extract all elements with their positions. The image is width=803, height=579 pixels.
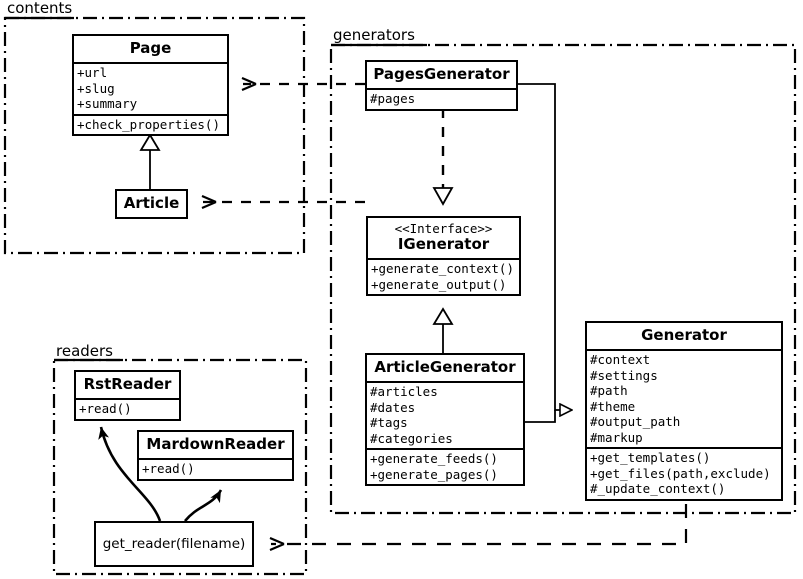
- class-name-articlegenerator: ArticleGenerator: [374, 358, 516, 376]
- attribute-row: #tags: [370, 415, 408, 430]
- line-getreader-to-mardownreader: [183, 489, 223, 522]
- operation-row: +generate_pages(): [370, 466, 498, 482]
- line-pagesgenerator-to-generator: [518, 83, 572, 410]
- class-box-pagesgenerator[interactable]: PagesGenerator #pages: [365, 60, 518, 111]
- attribute-row: #pages: [370, 91, 416, 106]
- class-operations-page: +check_properties(): [74, 113, 227, 135]
- attribute-row: +summary: [77, 96, 138, 111]
- attribute-row: #articles: [370, 384, 438, 399]
- operation-row: +get_templates(): [590, 450, 711, 465]
- class-box-rstreader[interactable]: RstReader +read(): [74, 370, 181, 421]
- operation-row: #_update_context(): [590, 481, 726, 496]
- attribute-row: #output_path: [590, 414, 681, 429]
- class-name-rstreader: RstReader: [83, 375, 172, 393]
- class-name-generator: Generator: [641, 326, 727, 344]
- line-generator-to-getreader: [271, 504, 688, 544]
- class-box-generator[interactable]: Generator #context #settings #path #them…: [585, 321, 783, 501]
- line-articlegenerator-to-generator: [525, 410, 556, 423]
- operation-row: +generate_feeds(): [370, 451, 498, 466]
- operation-row: +generate_output(): [371, 276, 507, 292]
- operation-row: +generate_context(): [371, 261, 514, 276]
- class-operations-articlegenerator: +generate_feeds() +generate_pages(): [367, 448, 523, 484]
- class-box-igenerator[interactable]: <<Interface>> IGenerator +generate_conte…: [366, 216, 521, 296]
- operation-row: +read(): [142, 461, 195, 476]
- class-attributes-page: +url +slug +summary: [74, 62, 227, 114]
- class-name-igenerator: IGenerator: [397, 235, 490, 253]
- class-box-articlegenerator[interactable]: ArticleGenerator #articles #dates #tags …: [365, 353, 525, 486]
- attribute-row: #settings: [590, 367, 658, 383]
- arrowhead-generalization-igenerator: [432, 307, 454, 325]
- arrowhead-realization-igenerator: [432, 187, 454, 206]
- attribute-row: #markup: [590, 429, 643, 445]
- attribute-row: #dates: [370, 399, 416, 415]
- class-operations-igenerator: +generate_context() +generate_output(): [368, 258, 519, 294]
- attribute-row: +url: [77, 65, 108, 80]
- operation-row: +read(): [79, 401, 132, 416]
- class-operations-generator: +get_templates() +get_files(path,exclude…: [587, 447, 781, 499]
- attribute-row: +slug: [77, 80, 115, 96]
- operation-row: +check_properties(): [77, 116, 220, 132]
- operation-row: +get_files(path,exclude): [590, 465, 771, 481]
- class-box-page[interactable]: Page +url +slug +summary +check_properti…: [72, 34, 229, 136]
- class-box-article[interactable]: Article: [115, 189, 188, 219]
- package-label-contents: contents: [7, 0, 73, 17]
- class-attributes-articlegenerator: #articles #dates #tags #categories: [367, 381, 523, 448]
- class-name-article: Article: [123, 194, 180, 212]
- function-label-get-reader: get_reader(filename): [102, 536, 246, 552]
- class-name-pagesgenerator: PagesGenerator: [373, 65, 510, 83]
- package-label-generators: generators: [333, 26, 415, 44]
- class-attributes-generator: #context #settings #path #theme #output_…: [587, 349, 781, 447]
- attribute-row: #context: [590, 352, 651, 367]
- class-operations-mardownreader: +read(): [139, 458, 292, 479]
- class-name-page: Page: [129, 39, 172, 57]
- attribute-row: #path: [590, 383, 628, 398]
- class-attributes-pagesgenerator: #pages: [367, 88, 516, 109]
- class-box-mardownreader[interactable]: MardownReader +read(): [137, 430, 294, 481]
- package-label-readers: readers: [56, 342, 113, 360]
- attribute-row: #categories: [370, 430, 453, 446]
- arrowhead-generalization-page: [139, 133, 161, 151]
- function-box-get-reader[interactable]: get_reader(filename): [94, 521, 254, 567]
- class-name-mardownreader: MardownReader: [146, 435, 285, 453]
- class-operations-rstreader: +read(): [76, 398, 179, 419]
- class-stereotype-igenerator: <<Interface>>: [394, 221, 493, 236]
- attribute-row: #theme: [590, 398, 636, 414]
